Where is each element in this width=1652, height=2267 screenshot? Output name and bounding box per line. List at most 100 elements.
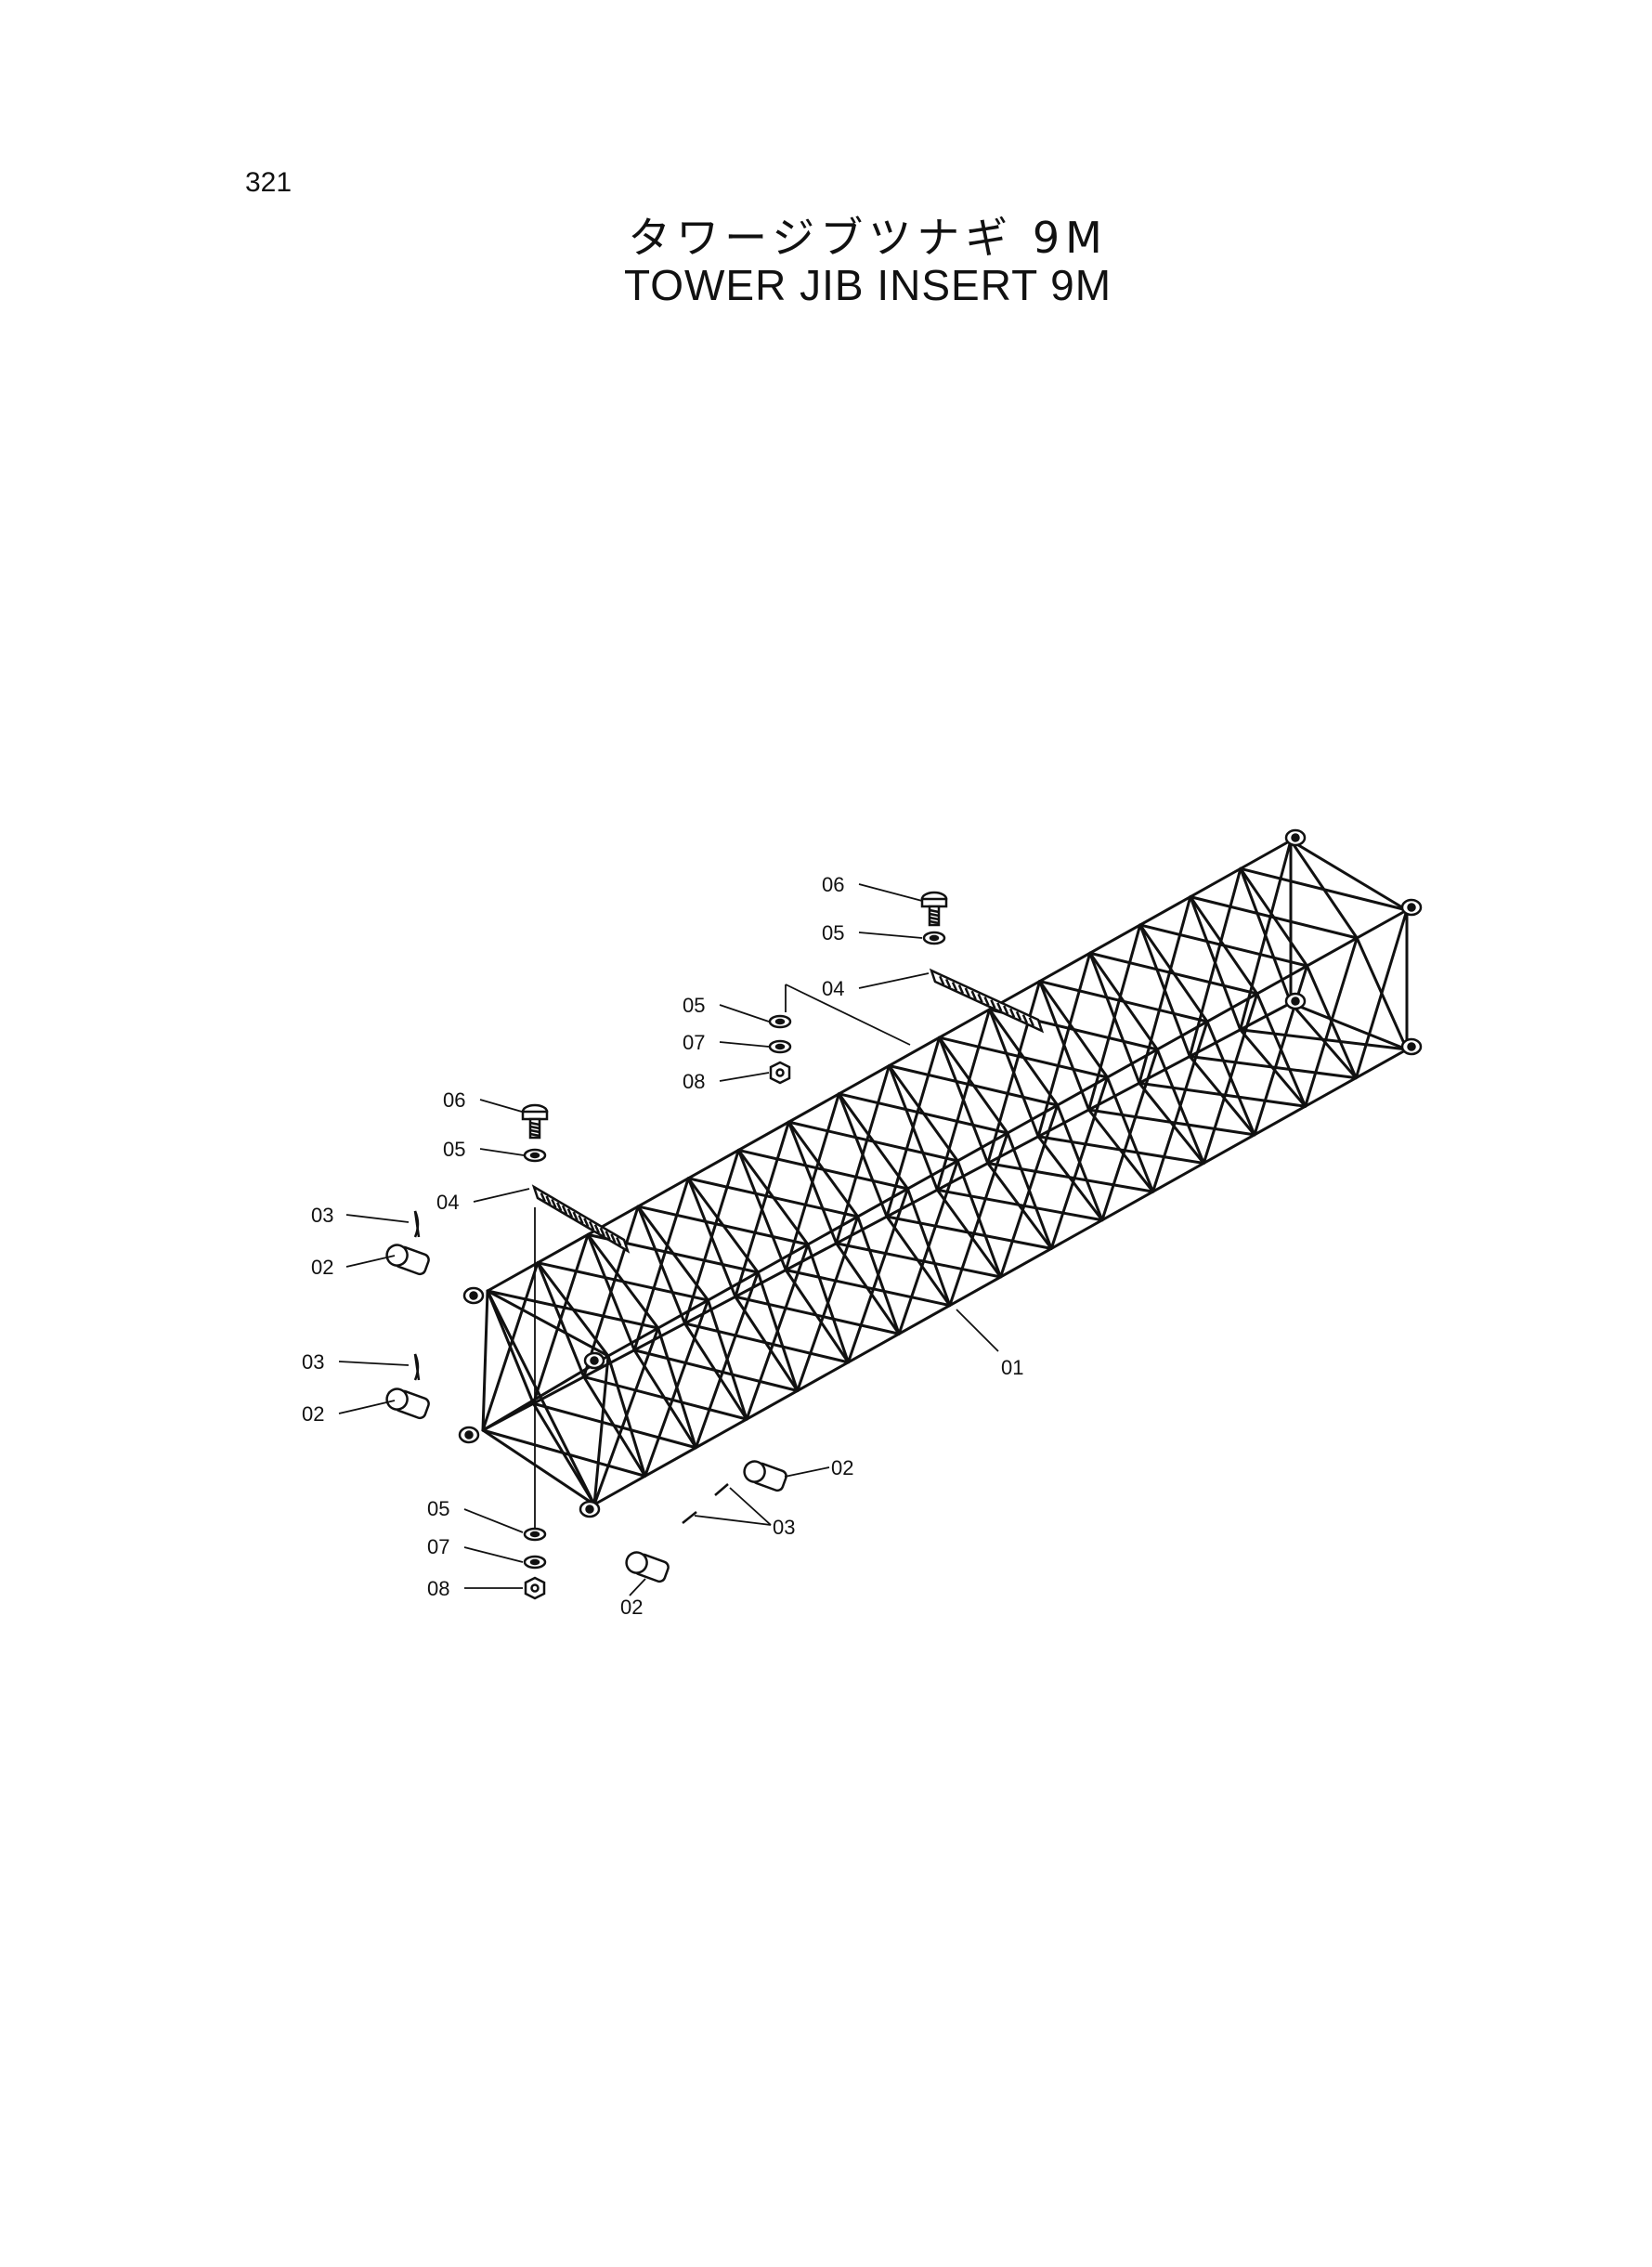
bottom-face-lacing: [734, 1295, 800, 1392]
leader-c-04-top: [858, 972, 930, 989]
side-face-lacing: [657, 1326, 697, 1450]
leader-c-04-left: [473, 1188, 530, 1203]
leader-c-02-bottom: [629, 1578, 646, 1596]
pin-bottom: [625, 1551, 670, 1583]
back-face-lacing: [1188, 866, 1242, 1058]
retaining-clip-lower: [413, 1353, 421, 1381]
bottom-face-lacing: [734, 1295, 901, 1335]
side-face-lacing: [999, 1103, 1060, 1279]
bottom-face-lacing: [935, 1188, 1002, 1279]
leader-c-05-bottom: [463, 1508, 524, 1533]
top-face-lacing: [938, 1036, 1009, 1135]
bottom-face-lacing: [531, 1401, 697, 1450]
leader-c-03-lower: [338, 1361, 410, 1366]
top-face-lacing: [1038, 980, 1209, 1023]
back-face-lacing: [784, 1092, 840, 1271]
back-face-lacing: [986, 980, 1042, 1165]
callout-c-02-upper: 02: [311, 1256, 333, 1279]
top-face-lacing: [837, 1092, 1009, 1135]
bottom-face-lacing: [632, 1348, 697, 1450]
callout-c-08-mid: 08: [683, 1070, 705, 1093]
back-face-lacing: [1239, 866, 1293, 1005]
top-face-lacing: [736, 1148, 810, 1246]
bottom-face-lacing: [835, 1242, 1002, 1279]
callout-c-03-upper: 03: [311, 1204, 333, 1227]
leader-c-05-left: [479, 1148, 525, 1156]
top-face-lacing: [1138, 923, 1209, 1023]
lug-hole: [585, 1505, 594, 1514]
page-number: 321: [245, 167, 293, 198]
callout-c-06-left: 06: [443, 1088, 465, 1112]
washer-top: [922, 931, 946, 945]
bottom-face-lacing: [531, 1401, 596, 1506]
callout-c-05-top: 05: [822, 921, 844, 945]
side-face-lacing: [956, 1159, 1002, 1279]
side-face-lacing: [756, 1270, 800, 1392]
bottom-face-lacing: [1239, 1028, 1307, 1108]
bottom-face-lacing: [935, 1188, 1104, 1222]
side-face-lacing: [592, 1326, 660, 1506]
callout-c-01: 01: [1001, 1356, 1023, 1379]
back-face-lacing: [1087, 923, 1142, 1112]
lock-washer-mid: [768, 1039, 792, 1054]
leader-c-02-lower: [338, 1400, 396, 1414]
side-face-lacing: [1100, 1048, 1159, 1222]
pin-right: [743, 1460, 787, 1492]
pin-lower: [385, 1388, 430, 1420]
end-frame-member: [481, 1428, 596, 1506]
back-face-lacing: [938, 1036, 990, 1165]
callout-c-02-right: 02: [831, 1456, 853, 1479]
back-face-lacing: [885, 1036, 942, 1218]
side-face-lacing: [1255, 992, 1307, 1108]
bottom-face-lacing: [1036, 1135, 1205, 1165]
top-face-lacing: [1239, 866, 1308, 968]
callout-c-07-bottom: 07: [427, 1535, 449, 1558]
lattice-truss: [481, 839, 1409, 1506]
retaining-clip-upper: [413, 1210, 421, 1238]
top-face-lacing: [736, 1148, 909, 1191]
bolt-left: [521, 1103, 549, 1140]
lock-washer-bottom: [523, 1555, 547, 1570]
leader-c-07-bottom: [463, 1546, 524, 1563]
bottom-face-lacing: [632, 1348, 800, 1392]
lug-hole: [464, 1430, 474, 1440]
washer-bottom: [523, 1527, 547, 1542]
callout-c-05-mid: 05: [683, 994, 705, 1017]
side-face-lacing: [1155, 1048, 1205, 1165]
lug-hole: [1407, 903, 1416, 912]
callout-c-05-bottom: 05: [427, 1497, 449, 1520]
top-face-lacing: [536, 1261, 709, 1302]
callout-c-02-bottom: 02: [620, 1596, 643, 1619]
leader-c-06-left: [479, 1099, 523, 1113]
strap-top: [929, 968, 1045, 1034]
bottom-face-lacing: [1138, 1081, 1307, 1108]
washer-mid: [768, 1014, 792, 1029]
nut-bottom: [524, 1576, 546, 1600]
back-face-lacing: [481, 1261, 540, 1432]
lug-hole: [1407, 1042, 1416, 1051]
leader-c-02-right: [784, 1466, 830, 1478]
lug-hole: [469, 1291, 478, 1300]
leader-c-02-upper: [345, 1255, 396, 1268]
leader-c-01: [956, 1309, 999, 1352]
back-face-lacing: [683, 1148, 740, 1325]
end-frame-member: [481, 1289, 489, 1432]
top-face-lacing: [636, 1205, 810, 1246]
leader-lines: [338, 883, 999, 1596]
top-face-lacing: [1239, 866, 1409, 912]
bottom-face-lacing: [1036, 1135, 1104, 1222]
back-face-lacing: [636, 1205, 686, 1325]
callout-c-02-lower: 02: [302, 1402, 324, 1426]
bottom-face-lacing: [1138, 1081, 1205, 1165]
side-face-lacing: [897, 1159, 959, 1335]
lug-hole: [1291, 833, 1300, 842]
callout-c-06-top: 06: [822, 873, 844, 896]
top-face-lacing: [938, 1036, 1109, 1079]
back-face-lacing: [837, 1092, 889, 1218]
callout-c-04-top: 04: [822, 977, 844, 1000]
back-face-lacing: [736, 1148, 787, 1271]
callout-c-07-mid: 07: [683, 1031, 705, 1054]
leader-c-03-right: [729, 1487, 772, 1526]
retaining-clip-right: [714, 1483, 729, 1496]
